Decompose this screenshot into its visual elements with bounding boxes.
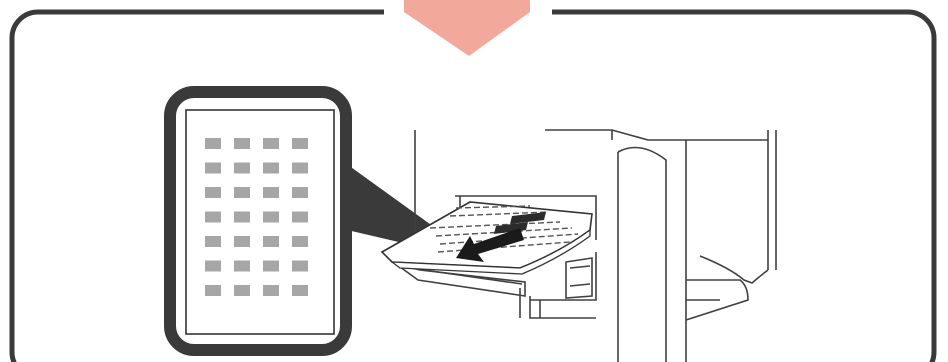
paper-feed-arrow-icon [456, 228, 524, 262]
paper-dot [263, 162, 279, 174]
callout-connector [330, 152, 452, 251]
paper-dot [292, 187, 308, 198]
paper-dot [205, 285, 221, 296]
paper-dot [292, 260, 308, 272]
paper-dot [263, 138, 279, 149]
paper-dot [234, 236, 250, 247]
paper-dot [263, 260, 279, 272]
paper-dot [234, 138, 250, 149]
paper-zoom-panel [164, 86, 352, 356]
paper-dot [234, 285, 250, 296]
paper-dot [263, 187, 279, 198]
paper-dot [292, 285, 308, 296]
paper-dot [234, 187, 250, 198]
paper-dot [234, 162, 250, 174]
paper-dot [205, 138, 221, 149]
paper-dot [205, 260, 221, 272]
paper-dot [292, 211, 308, 223]
printer [395, 129, 777, 362]
paper-dot [205, 187, 221, 198]
paper-dot [292, 138, 308, 149]
paper-dot [292, 162, 308, 174]
paper-dot [205, 236, 221, 247]
paper-dot [263, 211, 279, 223]
paper-dot [234, 260, 250, 272]
paper-dot [263, 236, 279, 247]
paper-sheet [185, 109, 335, 335]
paper-dot [205, 162, 221, 174]
paper-dot [292, 236, 308, 247]
paper-dot-grid [205, 138, 308, 296]
down-arrow-icon [384, 0, 552, 56]
paper-dot [234, 211, 250, 223]
output-paper [380, 201, 593, 275]
paper-dot [263, 285, 279, 296]
outer-frame [9, 9, 937, 362]
paper-dot [205, 211, 221, 223]
